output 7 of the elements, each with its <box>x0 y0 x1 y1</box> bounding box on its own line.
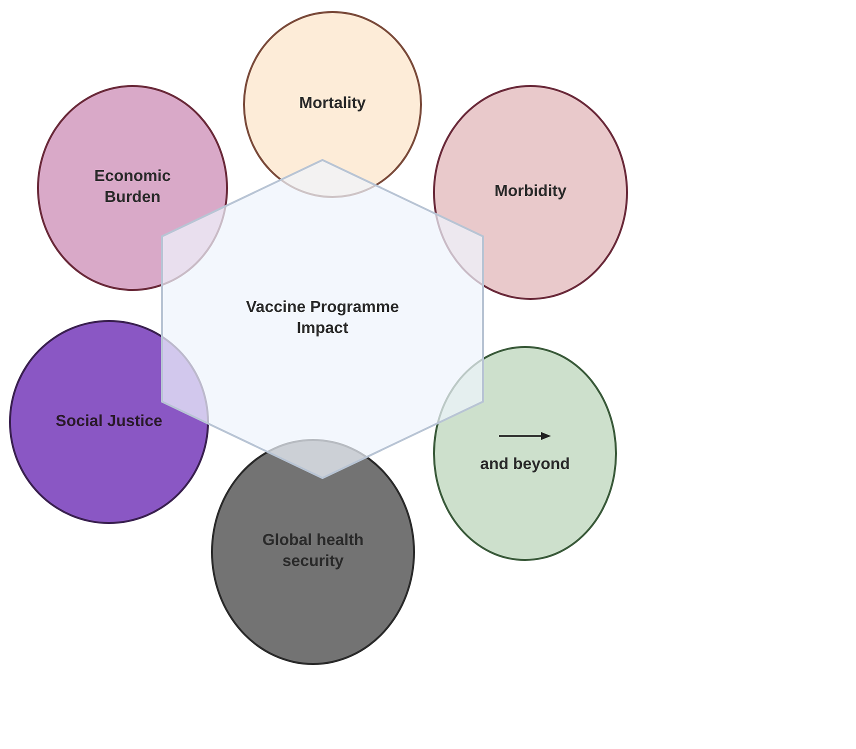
node-label: Vaccine Programme Impact <box>245 298 400 339</box>
node-label: Social Justice <box>56 412 162 432</box>
node-label: and beyond <box>480 455 570 476</box>
node-label: Morbidity <box>494 182 566 202</box>
node-label: Economic Burden <box>93 167 172 208</box>
node-label: Mortality <box>299 94 366 114</box>
node-label: Global health security <box>261 531 365 572</box>
